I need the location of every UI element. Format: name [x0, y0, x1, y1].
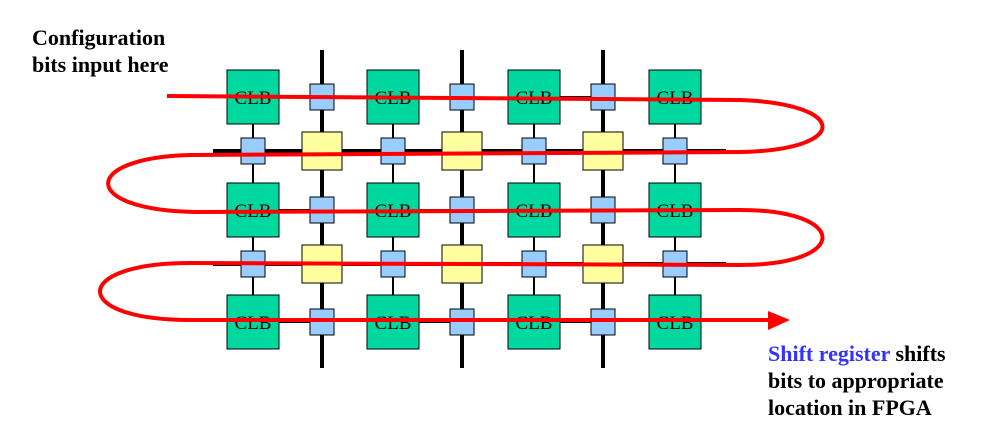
config-caption-line1: Configuration [32, 25, 166, 50]
shift-caption-line3: location in FPGA [768, 395, 932, 420]
shift-register-arrowhead [768, 311, 790, 330]
clb-label: CLB [375, 313, 412, 334]
shift-register-caption: Shift register shifts bits to appropriat… [768, 340, 946, 421]
clb-label: CLB [657, 313, 694, 334]
shift-caption-line1-rest: shifts [890, 341, 946, 366]
connection-box [380, 137, 406, 165]
shift-register-highlight: Shift register [768, 341, 890, 366]
switch-box [301, 131, 343, 171]
shift-caption-line2: bits to appropriate [768, 368, 944, 393]
clb-label: CLB [516, 313, 553, 334]
connection-box [521, 137, 547, 165]
shift-register-path-line [98, 94, 825, 322]
clb-label: CLB [235, 313, 272, 334]
switch-box [441, 131, 483, 171]
clb-block [648, 69, 702, 125]
configuration-bits-caption: Configuration bits input here [32, 24, 169, 78]
shift-register-path [98, 94, 825, 330]
shift-caption-line1: Shift register shifts [768, 340, 946, 367]
config-caption-line2: bits input here [32, 52, 169, 77]
connection-box [240, 137, 266, 165]
